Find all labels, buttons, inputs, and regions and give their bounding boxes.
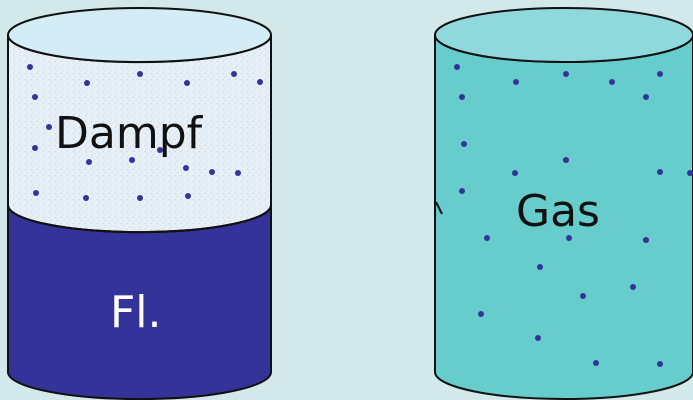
- vapor-particle: [257, 79, 263, 85]
- gas-particle: [609, 79, 615, 85]
- right-container: Gas: [434, 7, 693, 400]
- liquid-label: Fl.: [110, 287, 162, 338]
- vapor-particle: [83, 195, 89, 201]
- vapor-particle: [209, 169, 215, 175]
- gas-container-edge-mark: [435, 201, 443, 215]
- gas-particle: [657, 361, 663, 367]
- vapor-particle: [32, 94, 38, 100]
- vapor-particle: [183, 165, 189, 171]
- gas-particle: [657, 169, 663, 175]
- left-container-top: [7, 7, 272, 63]
- gas-particle: [461, 141, 467, 147]
- gas-particle: [593, 360, 599, 366]
- gas-particle: [566, 235, 572, 241]
- vapor-particle: [33, 190, 39, 196]
- vapor-particle: [32, 145, 38, 151]
- gas-particle: [459, 94, 465, 100]
- vapor-particle: [84, 80, 90, 86]
- gas-particle: [484, 235, 490, 241]
- gas-label: Gas: [516, 186, 600, 237]
- vapor-particle: [157, 147, 163, 153]
- vapor-particle: [231, 71, 237, 77]
- gas-particle: [512, 170, 518, 176]
- vapor-particle: [184, 80, 190, 86]
- gas-particle: [537, 264, 543, 270]
- gas-particle: [643, 94, 649, 100]
- vapor-particle: [129, 157, 135, 163]
- vapor-particle: [137, 71, 143, 77]
- gas-particle: [643, 237, 649, 243]
- right-container-top: [434, 7, 693, 63]
- gas-particles: [454, 64, 693, 367]
- gas-particle: [563, 157, 569, 163]
- vapor-particle: [86, 159, 92, 165]
- vapor-particle: [137, 195, 143, 201]
- gas-particle: [478, 311, 484, 317]
- vapor-particle: [46, 124, 52, 130]
- gas-particle: [513, 79, 519, 85]
- gas-particle: [535, 335, 541, 341]
- vapor-label: Dampf: [55, 108, 204, 159]
- gas-particle: [580, 293, 586, 299]
- vapor-particle: [27, 64, 33, 70]
- gas-particle: [459, 188, 465, 194]
- vapor-particle: [185, 193, 191, 199]
- left-container: Dampf Fl.: [7, 7, 272, 400]
- vapor-particles: [27, 64, 263, 201]
- gas-particle: [563, 71, 569, 77]
- gas-particle: [454, 64, 460, 70]
- vapor-particle: [235, 170, 241, 176]
- liquid-vapor-interface: [7, 204, 272, 234]
- gas-particle: [687, 170, 693, 176]
- gas-particle: [630, 284, 636, 290]
- gas-particle: [657, 71, 663, 77]
